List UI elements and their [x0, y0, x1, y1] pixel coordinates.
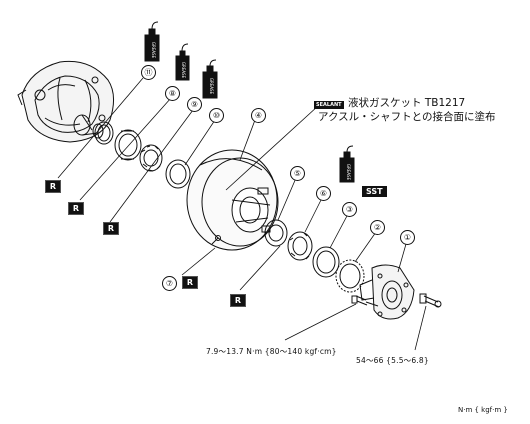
callout-2: ②: [370, 220, 385, 235]
grease-can-4: [339, 145, 355, 183]
grease-can-3-label: GREASE: [209, 78, 214, 95]
tapered-roller-bearing-9: [139, 144, 163, 172]
gasket-2: [335, 259, 365, 293]
grease-can-4-label: GREASE: [346, 164, 351, 181]
torque-spec-large-bolt: 54〜66 {5.5〜6.8}: [356, 356, 429, 365]
grease-can-3: [202, 59, 218, 99]
flange-bolt-small: [351, 295, 379, 307]
grease-can-2: [175, 43, 190, 81]
torque-unit: N·m { kgf·m }: [458, 406, 508, 414]
callout-3: ③: [342, 202, 357, 217]
grease-can-1: [144, 21, 160, 62]
callout-11: ⑪: [141, 65, 156, 80]
spacer-ring-10: [165, 159, 191, 189]
callout-5: ⑤: [290, 166, 305, 181]
replace-badge-8: R: [68, 202, 84, 215]
axle-hub-drum-4: [186, 149, 279, 251]
leader-lines: [57, 77, 427, 351]
callout-7: ⑦: [162, 276, 177, 291]
callout-8: ⑧: [165, 86, 180, 101]
replace-badge-11: R: [45, 180, 61, 193]
grease-can-1-label: GREASE: [151, 42, 156, 59]
torque-spec-small-bolt: 7.9〜13.7 N·m {80〜140 kgf·cm}: [206, 347, 337, 356]
callout-10: ⑩: [209, 108, 224, 123]
axle-shaft-flange-1: [359, 264, 415, 320]
sealant-note-line1: 液状ガスケット TB1217: [348, 97, 466, 109]
replace-badge-10: R: [103, 222, 119, 235]
flange-bolt-large: [419, 293, 442, 308]
bearing-cup-3: [312, 246, 340, 278]
oil-seal-5: [264, 219, 288, 247]
sst-badge: SST: [362, 186, 387, 197]
brake-backing-plate: [17, 60, 114, 143]
callout-4: ④: [251, 108, 266, 123]
callout-6: ⑥: [316, 186, 331, 201]
callout-9: ⑨: [187, 97, 202, 112]
replace-badge-5: R: [230, 294, 246, 307]
oil-seal-11: [94, 121, 114, 145]
bearing-cup-8: [114, 129, 142, 161]
callout-1: ①: [400, 230, 415, 245]
sealant-note-line2: アクスル・シャフトとの接合面に塗布: [318, 111, 496, 123]
tapered-roller-bearing-6: [287, 231, 313, 261]
replace-badge-7: R: [182, 276, 198, 289]
sealant-badge: SEALANT: [314, 101, 344, 109]
grease-can-2-label: GREASE: [181, 62, 186, 79]
